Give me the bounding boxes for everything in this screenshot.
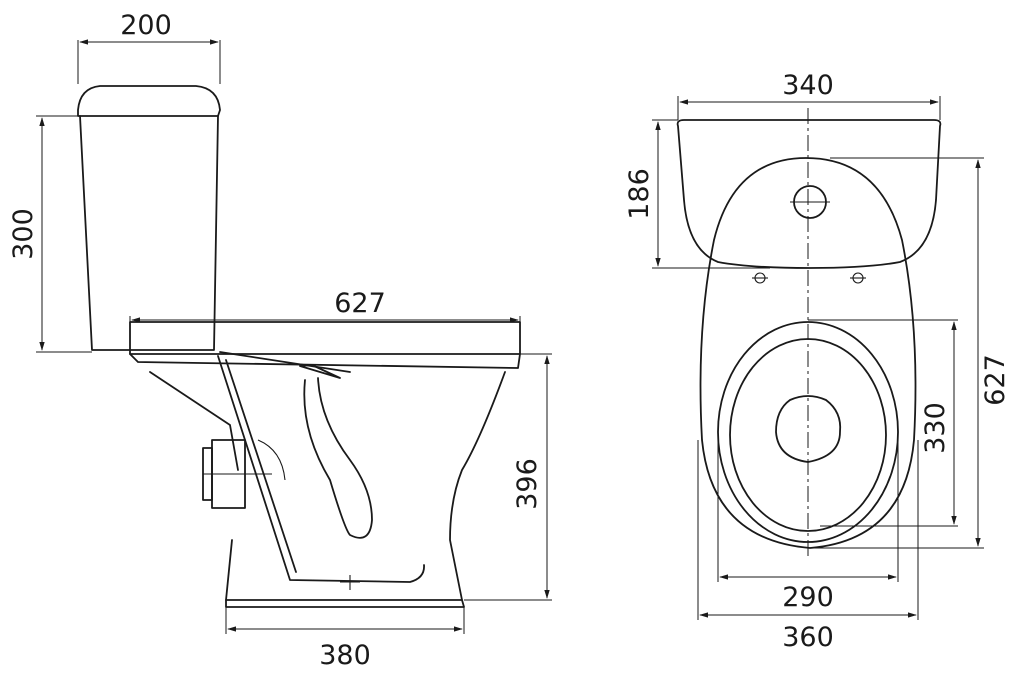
top-view: 340 186 627 330 290 — [624, 70, 1011, 653]
dim-total-length-top: 627 — [810, 157, 1011, 549]
dim-bowl-height: 396 — [464, 353, 552, 601]
bowl-top — [699, 108, 917, 560]
label-186: 186 — [624, 168, 655, 220]
side-view: 200 300 627 396 380 — [8, 10, 552, 671]
label-396: 396 — [512, 458, 543, 510]
dim-seat-width: 290 — [717, 432, 899, 613]
dim-total-length-side: 627 — [129, 288, 521, 323]
dim-seat-length: 330 — [808, 319, 958, 527]
label-300: 300 — [8, 208, 39, 260]
dim-bowl-width: 360 — [697, 440, 919, 653]
dim-tank-depth: 200 — [77, 10, 221, 84]
label-330: 330 — [920, 402, 951, 454]
label-340: 340 — [782, 70, 834, 101]
label-200: 200 — [120, 10, 172, 41]
dim-base-width: 380 — [225, 607, 465, 671]
label-290: 290 — [782, 582, 834, 613]
bowl-side — [129, 321, 521, 608]
label-627-side: 627 — [334, 288, 386, 319]
dim-tank-height: 300 — [8, 115, 92, 353]
cistern-top — [676, 119, 942, 284]
label-360: 360 — [782, 622, 834, 653]
cistern-side — [77, 85, 221, 351]
label-627-top: 627 — [980, 354, 1011, 406]
label-380: 380 — [319, 640, 371, 671]
dim-tank-depth-top: 186 — [624, 119, 770, 269]
dim-tank-width: 340 — [677, 70, 941, 120]
